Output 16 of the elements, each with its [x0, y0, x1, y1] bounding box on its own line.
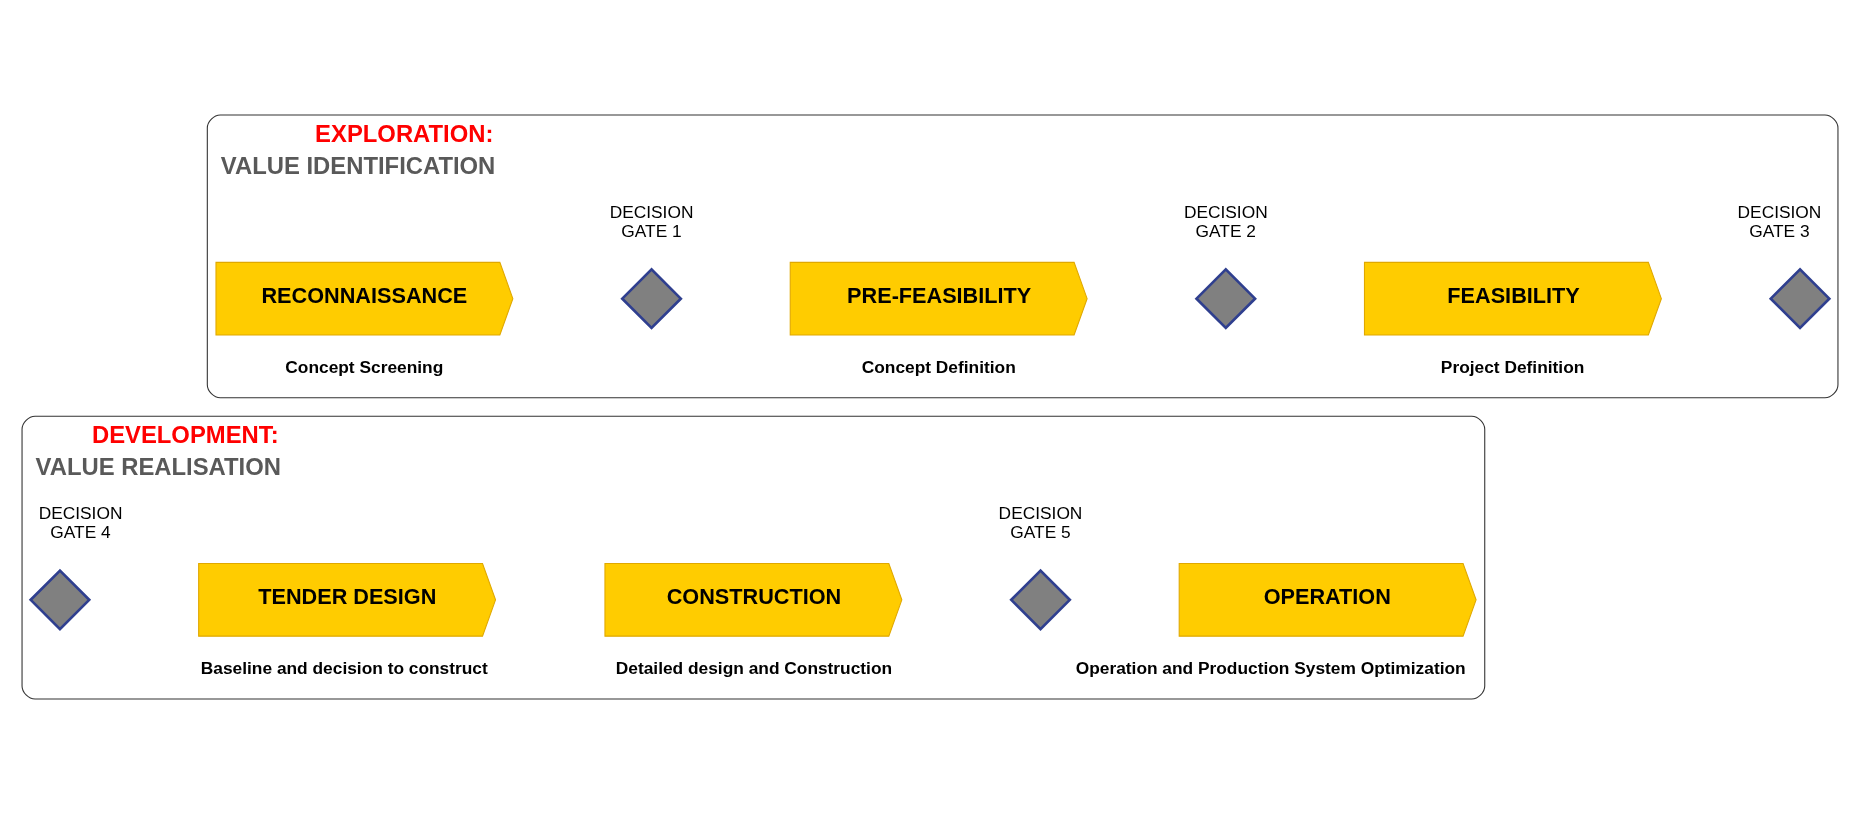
node-diamond	[28, 568, 92, 632]
node-label: Concept Definition	[861, 356, 1016, 377]
node-label: DECISION GATE 3	[1737, 201, 1822, 242]
node-label: DECISION GATE 4	[38, 502, 123, 543]
node-label: Operation and Production System Optimization	[1075, 657, 1466, 678]
node-label: DECISION GATE 1	[609, 201, 694, 242]
node-diamond	[1194, 267, 1257, 330]
node-label: Concept Screening	[285, 356, 444, 377]
node-label: Baseline and decision to construct	[200, 657, 488, 678]
node-label: DECISION GATE 5	[998, 502, 1083, 543]
node-label: DECISION GATE 2	[1183, 201, 1268, 242]
node-label: Project Definition	[1440, 356, 1585, 377]
node-diamond	[1768, 267, 1832, 330]
node-diamond	[1009, 568, 1072, 632]
node-label: Detailed design and Construction	[615, 657, 893, 678]
node-diamond	[620, 267, 683, 330]
